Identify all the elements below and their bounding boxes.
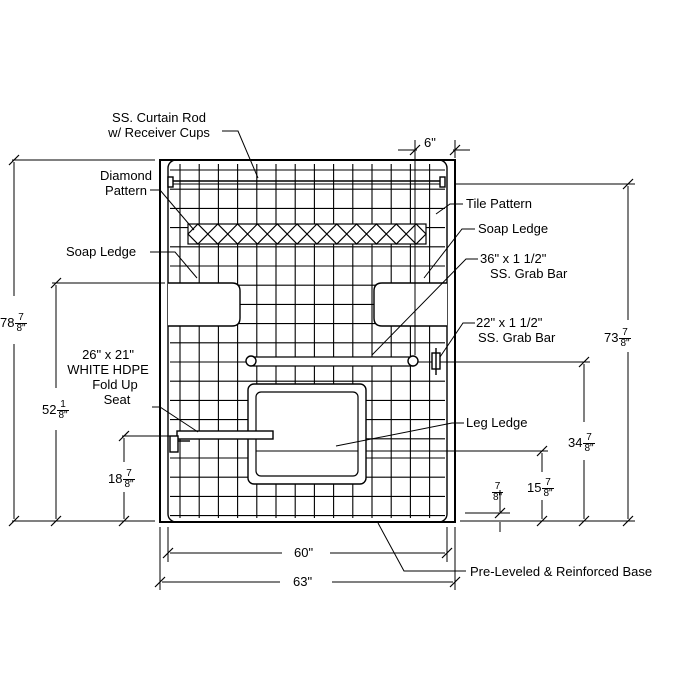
soap-ledge-left-label: Soap Ledge: [66, 244, 137, 259]
seat-label-line3: Fold Up: [92, 377, 138, 392]
leader-leg-ledge: [335, 422, 464, 447]
grab-bar-36-line1: 36" x 1 1/2": [480, 251, 547, 266]
dim-18-den: 8": [124, 479, 134, 490]
curtain-rod-label-line2: w/ Receiver Cups: [108, 125, 210, 140]
dim-78-den: 8": [16, 323, 26, 334]
leader-seat: [152, 406, 199, 433]
dim-78-num: 7: [15, 313, 27, 324]
dim-60: 60": [294, 545, 314, 560]
soap-ledge-right: [373, 282, 447, 327]
diamond-tile: [405, 223, 427, 245]
dim-73-den: 8": [620, 338, 630, 349]
seat-label: 26" x 21" WHITE HDPE Fold Up Seat: [56, 347, 160, 407]
diamond-pattern-label: Diamond Pattern: [86, 168, 166, 198]
dim-52-whole: 52: [42, 401, 57, 417]
dim-15-whole: 15: [527, 479, 542, 495]
seat-label-line4: Seat: [103, 392, 131, 407]
curtain-rod-label: SS. Curtain Rod w/ Receiver Cups: [90, 110, 228, 140]
dim-73-whole: 73: [604, 329, 619, 345]
grab-bar-22-line2: SS. Grab Bar: [478, 330, 556, 345]
diamond-label-line2: Pattern: [105, 183, 147, 198]
grab-bar-22-line1: 22" x 1 1/2": [476, 315, 543, 330]
dim-6: 6": [424, 135, 436, 150]
dim-18-num: 7: [123, 469, 135, 480]
grab-bar-36-line2: SS. Grab Bar: [490, 266, 568, 281]
leader-diamond: [150, 189, 195, 231]
seat-label-line1: 26" x 21": [82, 347, 134, 362]
leader-grab-22: [439, 322, 475, 358]
grab-bar-22-label: 22" x 1 1/2" SS. Grab Bar: [476, 315, 555, 345]
dim-34-den: 8": [584, 443, 594, 454]
base-label: Pre-Leveled & Reinforced Base: [470, 564, 653, 579]
dim-18-whole: 18: [108, 470, 123, 486]
dim-34-num: 7: [583, 433, 595, 444]
tile-pattern-label: Tile Pattern: [466, 196, 532, 211]
curtain-rod: [167, 176, 446, 188]
leader-grab-36: [371, 258, 478, 356]
grab-bar-36: [245, 355, 419, 367]
leader-tile: [435, 203, 463, 215]
dim-7-8-den: 8": [493, 492, 503, 503]
dim-52-num: 1: [57, 400, 69, 411]
dim-73-num: 7: [619, 328, 631, 339]
grab-bar-36-label: 36" x 1 1/2" SS. Grab Bar: [480, 251, 567, 281]
leader-curtain-rod: [222, 130, 259, 179]
dim-52-den: 8": [58, 410, 68, 421]
dim-78-whole: 78: [0, 314, 15, 330]
leg-ledge-label: Leg Ledge: [466, 415, 528, 430]
curtain-rod-label-line1: SS. Curtain Rod: [112, 110, 206, 125]
leader-soap-right: [423, 228, 475, 279]
fold-up-seat: [169, 430, 274, 453]
dim-7-8-num: 7: [492, 482, 504, 493]
diamond-pattern: [187, 223, 427, 245]
soap-ledge-right-label: Soap Ledge: [478, 221, 549, 236]
dim-34-whole: 34: [568, 434, 583, 450]
leg-ledge: [247, 383, 367, 485]
grab-bar-22: [431, 348, 441, 375]
seat-label-line2: WHITE HDPE: [67, 362, 149, 377]
diamond-label-line1: Diamond: [99, 168, 153, 183]
dim-63: 63": [293, 574, 313, 589]
unit-inner-wall: [167, 159, 448, 523]
leader-soap-left: [150, 251, 198, 279]
dim-15-den: 8": [543, 488, 553, 499]
leader-base: [377, 522, 466, 572]
soap-ledge-left: [168, 282, 241, 327]
dim-15-num: 7: [542, 478, 554, 489]
